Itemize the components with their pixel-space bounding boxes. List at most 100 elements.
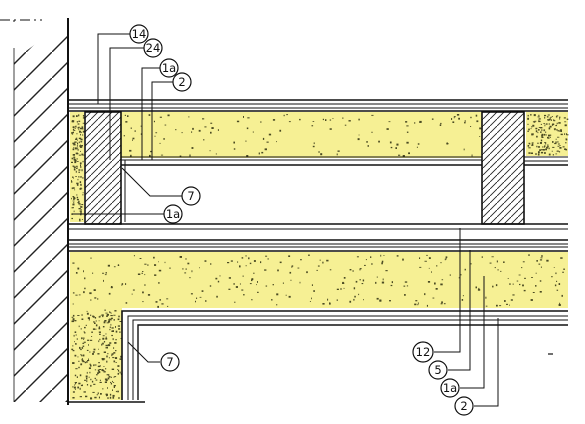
speckle — [111, 368, 115, 370]
speckle — [262, 137, 265, 140]
speckle — [92, 328, 96, 330]
speckle — [419, 266, 422, 268]
speckle — [74, 320, 77, 322]
speckle — [71, 161, 73, 163]
speckle — [522, 284, 524, 287]
speckle — [72, 303, 74, 305]
speckle — [265, 255, 268, 257]
svg-text:2: 2 — [178, 75, 185, 89]
speckle — [268, 133, 272, 136]
speckle — [82, 194, 84, 196]
speckle — [111, 317, 113, 320]
speckle — [82, 160, 84, 163]
speckle — [78, 114, 80, 117]
speckle — [81, 126, 84, 129]
speckle — [560, 133, 563, 136]
speckle — [536, 260, 538, 262]
speckle — [89, 364, 92, 367]
speckle — [87, 339, 90, 341]
speckle — [104, 320, 107, 322]
speckle — [332, 118, 334, 119]
speckle — [309, 301, 311, 302]
speckle — [82, 128, 84, 130]
speckle — [272, 119, 276, 121]
speckle — [549, 136, 551, 138]
speckle — [215, 153, 217, 155]
speckle — [83, 270, 84, 273]
speckle — [159, 142, 161, 144]
speckle — [80, 184, 82, 186]
speckle — [80, 214, 82, 216]
svg-text:2: 2 — [460, 399, 467, 413]
speckle — [311, 297, 312, 300]
speckle — [113, 266, 116, 268]
speckle — [453, 116, 456, 118]
speckle — [249, 262, 252, 265]
speckle — [77, 178, 79, 181]
speckle — [72, 115, 75, 118]
speckle — [329, 302, 331, 304]
speckle — [548, 134, 550, 137]
speckle — [75, 334, 77, 336]
speckle — [381, 281, 385, 284]
speckle — [114, 310, 117, 312]
lower-insulation — [70, 252, 568, 400]
speckle — [558, 283, 561, 285]
speckle — [79, 396, 82, 398]
speckle — [78, 137, 82, 140]
speckle — [509, 283, 511, 285]
speckle — [365, 259, 367, 261]
masonry-wall — [0, 18, 69, 424]
callout-1a-bottom: 1a — [440, 378, 460, 398]
callout-12: 12 — [412, 341, 434, 363]
speckle — [205, 300, 207, 302]
speckle — [552, 116, 553, 117]
speckle — [118, 369, 120, 372]
speckle — [544, 143, 547, 145]
speckle — [89, 371, 91, 374]
speckle — [140, 125, 143, 127]
speckle — [79, 146, 83, 148]
speckle — [150, 150, 152, 153]
speckle — [540, 127, 543, 129]
speckle — [463, 148, 465, 151]
speckle — [98, 327, 101, 330]
speckle — [105, 347, 108, 349]
speckle — [548, 147, 550, 150]
insulation-speckles-upper — [71, 114, 569, 222]
speckle — [94, 396, 97, 399]
speckle — [556, 122, 558, 125]
speckle — [245, 265, 247, 267]
speckle — [209, 150, 211, 152]
speckle — [419, 257, 421, 259]
speckle — [545, 131, 547, 133]
speckle — [306, 271, 308, 274]
speckle — [97, 392, 99, 395]
speckle — [424, 293, 426, 296]
speckle — [103, 321, 106, 324]
speckle — [74, 374, 77, 377]
speckle — [115, 339, 117, 341]
speckle — [494, 267, 496, 269]
speckle — [475, 114, 478, 117]
speckle — [540, 257, 543, 259]
speckle — [115, 326, 116, 328]
speckle — [75, 382, 76, 385]
speckle — [90, 378, 92, 381]
speckle — [217, 280, 220, 283]
speckle — [233, 148, 236, 150]
speckle — [564, 133, 565, 135]
speckle — [73, 199, 75, 200]
speckle — [158, 269, 162, 272]
speckle — [78, 169, 81, 171]
speckle — [243, 116, 244, 118]
speckle — [113, 319, 115, 321]
speckle — [110, 376, 112, 378]
speckle — [72, 391, 75, 393]
speckle — [376, 276, 378, 278]
speckle — [89, 351, 91, 353]
callout-2-top: 2 — [172, 72, 192, 92]
speckle — [189, 154, 191, 157]
speckle — [538, 120, 541, 123]
speckle — [77, 386, 79, 389]
